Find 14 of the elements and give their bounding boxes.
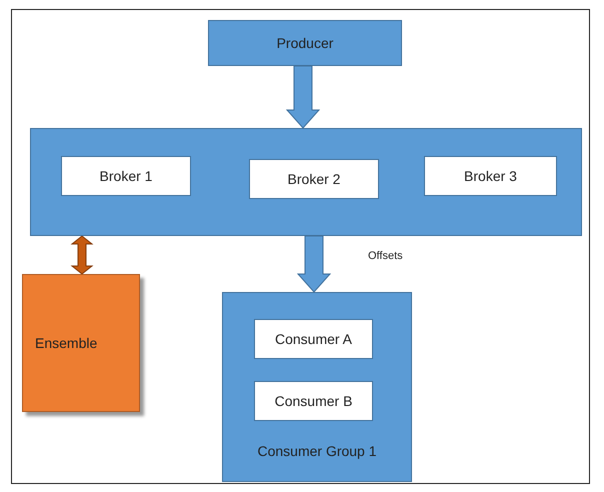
process-box: Producer bbox=[208, 20, 402, 66]
process-box bbox=[222, 292, 412, 482]
block-arrow bbox=[286, 66, 320, 129]
process-box: Consumer A bbox=[254, 319, 373, 359]
process-box: Ensemble bbox=[22, 274, 140, 412]
block-arrow bbox=[296, 236, 332, 293]
process-box: Broker 3 bbox=[424, 156, 557, 196]
broker-band bbox=[30, 128, 582, 236]
edge-label: Offsets bbox=[368, 250, 403, 262]
double-arrow bbox=[70, 235, 94, 275]
process-box: Broker 2 bbox=[249, 159, 379, 199]
process-box: Broker 1 bbox=[61, 156, 191, 196]
group-label: Consumer Group 1 bbox=[256, 443, 378, 459]
process-box: Consumer B bbox=[254, 381, 373, 421]
